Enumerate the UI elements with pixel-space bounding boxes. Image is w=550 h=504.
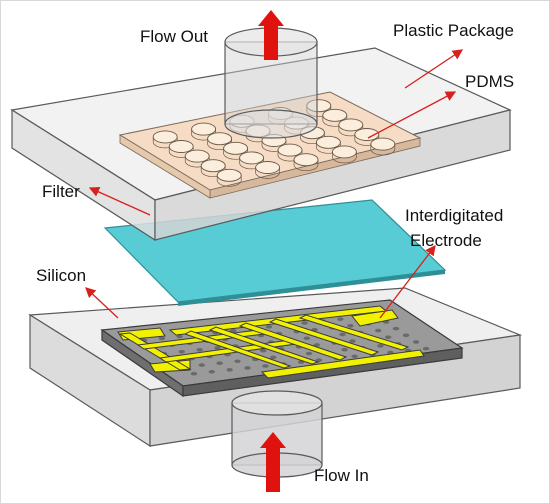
pdms-well	[223, 141, 249, 155]
chip-dot	[305, 351, 313, 356]
chip-dot	[313, 343, 320, 347]
chip-dot	[349, 339, 356, 343]
leader-electrode	[379, 244, 436, 319]
chip-dot	[234, 359, 241, 364]
chip-dot	[339, 332, 346, 337]
pdms-well	[184, 149, 210, 163]
chip-dot	[385, 335, 392, 340]
chip-dot	[214, 346, 221, 350]
chip-dot	[216, 361, 223, 365]
flow-in-arrow	[260, 432, 286, 492]
pdms-well	[293, 153, 319, 167]
pdms-well	[255, 161, 281, 174]
chip-dot	[301, 321, 308, 325]
flow-in-label: Flow In	[314, 466, 369, 485]
pdms-well	[370, 137, 396, 151]
interdigitated-electrode	[117, 305, 425, 379]
pdms-well	[152, 130, 178, 144]
chip-dot	[158, 336, 165, 341]
flow-out-arrow	[258, 10, 284, 60]
chip-dot	[337, 317, 344, 321]
chip-dot	[402, 333, 410, 338]
pdms-well	[207, 132, 233, 146]
chip-dot	[412, 340, 420, 344]
chip-dot	[260, 348, 267, 353]
chip-dot	[377, 344, 384, 348]
outlet-tube	[224, 27, 318, 139]
chip-dot	[303, 336, 310, 341]
leader-pdms	[367, 91, 457, 139]
pdms-well	[191, 122, 217, 136]
chip-dot	[265, 325, 273, 329]
pdms-well	[216, 168, 242, 182]
interdigitated-label: Interdigitated	[405, 206, 504, 225]
pdms-well	[331, 145, 357, 159]
chip-dot	[190, 371, 198, 376]
flow-out-label: Flow Out	[140, 27, 209, 46]
pdms-well	[322, 108, 348, 122]
chip-dot	[375, 328, 382, 333]
pdms-well-wall	[255, 167, 280, 179]
pdms-well	[200, 159, 226, 173]
leader-plastic-package	[404, 49, 464, 89]
pdms-well	[315, 135, 341, 149]
chip-dot	[392, 326, 400, 331]
leader-silicon	[85, 287, 119, 319]
leader-filter	[88, 186, 151, 216]
chip-dot	[315, 358, 323, 363]
chip-dot	[262, 364, 269, 368]
chip-dot	[422, 346, 430, 351]
electrode-label: Electrode	[410, 231, 482, 250]
pdms-well	[338, 118, 364, 132]
chip-dot	[351, 354, 358, 359]
pdms-well-wall	[370, 144, 396, 156]
plastic-package-label: Plastic Package	[393, 21, 514, 40]
pdms-label: PDMS	[465, 72, 515, 91]
pdms-well	[239, 151, 265, 165]
pdms-well	[277, 143, 303, 157]
pdms-well-wall	[332, 151, 357, 164]
pdms-well-wall	[216, 175, 242, 187]
pdms-well-wall	[293, 159, 319, 172]
chip-dot	[196, 348, 203, 352]
chip-dot	[178, 349, 185, 354]
inlet-tube	[231, 390, 323, 478]
chip-dot	[347, 324, 354, 328]
chip-dot	[341, 347, 348, 352]
chip-dot	[244, 366, 251, 370]
chip-dot	[208, 369, 215, 374]
pdms-well	[168, 140, 194, 153]
chip-dot	[387, 350, 394, 355]
chip-dot	[230, 328, 237, 333]
chip-dot	[226, 368, 233, 372]
chip-dot	[270, 355, 277, 360]
silicon-label: Silicon	[36, 266, 87, 285]
filter-label: Filter	[42, 182, 80, 201]
chip-dot	[198, 363, 205, 367]
chip-dot	[176, 334, 183, 339]
